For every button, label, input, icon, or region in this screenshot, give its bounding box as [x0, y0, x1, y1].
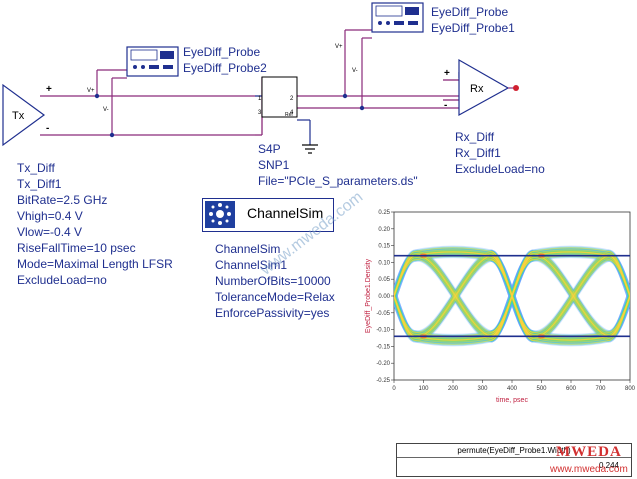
eye-trace	[394, 255, 630, 337]
eye-trace	[394, 251, 630, 341]
svg-text:V+: V+	[335, 44, 343, 50]
x-tick-label: 400	[507, 386, 518, 392]
x-tick-label: 100	[418, 386, 429, 392]
channelsim-block[interactable]: ChannelSim	[202, 198, 334, 232]
svg-text:V-: V-	[352, 68, 358, 74]
tx-instance: Tx_Diff1	[17, 177, 62, 191]
logo-url: www.mweda.com	[550, 464, 628, 475]
x-tick-label: 300	[477, 386, 488, 392]
probe1-instance: EyeDiff_Probe1	[431, 21, 515, 35]
tx-param: Vhigh=0.4 V	[17, 209, 83, 223]
rx-name: Rx_Diff	[455, 130, 495, 144]
svg-text:V+: V+	[87, 88, 95, 94]
rx-symbol[interactable]	[458, 58, 510, 117]
svg-text:+: +	[444, 68, 450, 79]
eye-trace	[394, 253, 630, 339]
channelsim-title: ChannelSim	[247, 205, 324, 221]
tx-name: Tx_Diff	[17, 161, 55, 175]
channelsim-name: ChannelSim	[215, 242, 281, 256]
channelsim-icon	[205, 201, 235, 228]
svg-text:-: -	[444, 100, 447, 111]
y-tick-label: 0.20	[378, 227, 390, 233]
channelsim-instance: ChannelSim1	[215, 258, 288, 272]
x-tick-label: 0	[392, 386, 396, 392]
x-tick-label: 200	[448, 386, 459, 392]
eye-trace	[394, 253, 630, 339]
tx-param: Mode=Maximal Length LFSR	[17, 257, 173, 271]
y-tick-label: 0.15	[378, 244, 390, 250]
s4p-file: File="PCIe_S_parameters.ds"	[258, 174, 418, 188]
tx-symbol-text: Tx	[12, 110, 25, 122]
permute-header: permute(EyeDiff_Probe1.Width)	[397, 444, 631, 458]
eye-trace	[394, 249, 630, 339]
y-tick-label: 0.10	[378, 260, 390, 266]
svg-text:1: 1	[258, 96, 262, 102]
tx-param: Vlow=-0.4 V	[17, 225, 83, 239]
eye-trace	[394, 247, 630, 341]
y-tick-label: -0.20	[376, 361, 390, 367]
tx-param: BitRate=2.5 GHz	[17, 193, 108, 207]
rx-output-node[interactable]	[513, 85, 519, 91]
eye-diagram-chart: 0 100 200 300 400 500 600 700 800 0.25 0.20 0.15 0.1…	[365, 210, 636, 404]
probe2-instance: EyeDiff_Probe2	[183, 61, 267, 75]
y-axis-label: EyeDiff_Probe1.Density	[365, 258, 372, 333]
svg-text:3: 3	[258, 110, 262, 116]
logo-text: MWEDA	[556, 444, 622, 460]
s4p-name: S4P	[258, 142, 281, 156]
probe2-name: EyeDiff_Probe	[183, 45, 261, 59]
y-tick-label: -0.25	[376, 378, 390, 384]
svg-text:V-: V-	[103, 107, 109, 113]
probe2-icon[interactable]	[126, 46, 179, 77]
y-tick-label: 0.05	[378, 277, 390, 283]
s4p-ref-label: Ref	[285, 112, 293, 118]
svg-text:4: 4	[290, 110, 294, 116]
permute-value: 0.244	[598, 461, 619, 470]
eye-trace	[394, 257, 630, 339]
x-tick-label: 500	[536, 386, 547, 392]
y-tick-label: 0.25	[378, 210, 390, 216]
channelsim-param: ToleranceMode=Relax	[215, 290, 335, 304]
eye-traces	[394, 245, 630, 347]
svg-text:-: -	[46, 123, 49, 134]
svg-text:Rx: Rx	[470, 83, 484, 95]
x-tick-label: 800	[625, 386, 636, 392]
tx-symbol[interactable]	[2, 83, 46, 147]
y-tick-label: -0.10	[376, 328, 390, 334]
probe1-icon[interactable]	[371, 2, 424, 33]
tx-param: ExcludeLoad=no	[17, 273, 107, 287]
x-tick-label: 600	[566, 386, 577, 392]
svg-text:+: +	[46, 84, 52, 95]
permute-table: permute(EyeDiff_Probe1.Width) 0.244	[396, 443, 632, 477]
probe1-name: EyeDiff_Probe	[431, 5, 509, 19]
rx-param: ExcludeLoad=no	[455, 162, 545, 176]
y-tick-label: -0.15	[376, 344, 390, 350]
x-tick-label: 700	[595, 386, 606, 392]
s4p-block[interactable]	[261, 76, 298, 118]
x-axis-label: time, psec	[496, 397, 528, 404]
eye-trace	[394, 251, 630, 341]
channelsim-param: NumberOfBits=10000	[215, 274, 331, 288]
s4p-instance: SNP1	[258, 158, 290, 172]
y-tick-label: -0.05	[376, 311, 390, 317]
eye-trace	[394, 255, 630, 337]
y-tick-label: 0.00	[378, 294, 390, 300]
tx-param: RiseFallTime=10 psec	[17, 241, 136, 255]
channelsim-param: EnforcePassivity=yes	[215, 306, 330, 320]
rx-instance: Rx_Diff1	[455, 146, 501, 160]
svg-text:2: 2	[290, 96, 294, 102]
